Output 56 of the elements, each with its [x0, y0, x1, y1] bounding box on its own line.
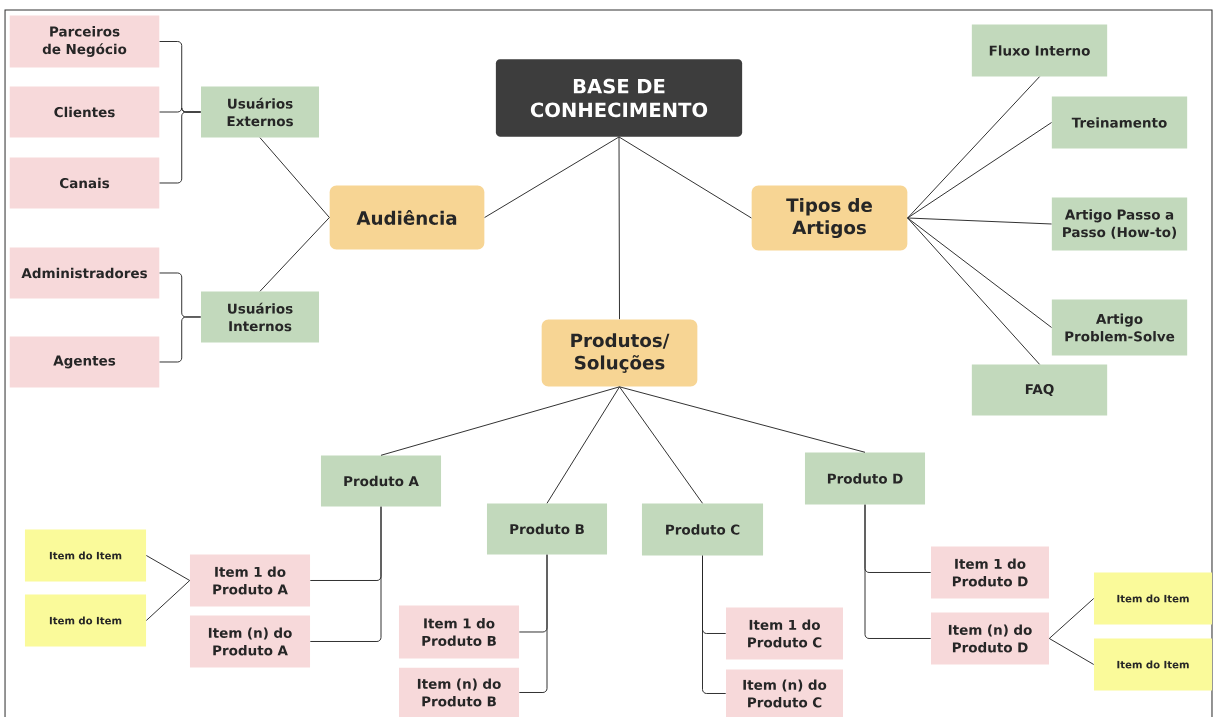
- item-box: Item (n) do Produto A: [190, 615, 311, 668]
- connector-line: [907, 217, 1053, 328]
- central-topic-box: BASE DE CONHECIMENTO: [495, 59, 743, 137]
- connector-line: [484, 136, 620, 218]
- connector-line: [907, 76, 1040, 219]
- item-box: Item 1 do Produto D: [931, 546, 1049, 599]
- connector-line: [907, 122, 1053, 219]
- connector-line: [159, 316, 202, 363]
- item-box: Clientes: [9, 86, 160, 138]
- item-box: Parceiros de Negócio: [9, 15, 160, 68]
- connector-line: [159, 111, 202, 184]
- connector-line: [380, 386, 620, 456]
- item-box: Item 1 do Produto A: [190, 554, 311, 607]
- topic-box: Produtos/ Soluções: [541, 319, 698, 387]
- topic-box: Tipos de Artigos: [751, 185, 908, 251]
- subtopic-box: Fluxo Interno: [971, 24, 1108, 77]
- connector-line: [618, 136, 620, 320]
- connector-line: [145, 580, 191, 621]
- connector-line: [259, 137, 330, 218]
- connector-line: [619, 386, 703, 504]
- item-box: Administradores: [9, 247, 160, 299]
- connector-line: [309, 506, 382, 642]
- sub-item-box: Item do Item: [1094, 638, 1212, 691]
- connector-line: [907, 217, 1040, 365]
- connector-line: [702, 555, 727, 694]
- item-box: Item 1 do Produto C: [726, 607, 843, 660]
- item-box: Item (n) do Produto D: [931, 612, 1049, 665]
- topic-box: Audiência: [329, 185, 485, 250]
- item-box: Item (n) do Produto C: [726, 669, 843, 717]
- item-box: Agentes: [9, 336, 160, 388]
- subtopic-box: Produto D: [804, 452, 926, 505]
- subtopic-box: Artigo Passo a Passo (How-to): [1051, 197, 1188, 251]
- connector-line: [518, 554, 548, 693]
- subtopic-box: Produto B: [486, 503, 608, 555]
- subtopic-box: Usuários Externos: [201, 86, 320, 138]
- connector-line: [1048, 598, 1095, 639]
- subtopic-box: Treinamento: [1051, 96, 1188, 149]
- connector-line: [546, 386, 620, 504]
- sub-item-box: Item do Item: [24, 529, 147, 582]
- sub-item-box: Item do Item: [1094, 572, 1212, 625]
- connector-line: [619, 386, 866, 453]
- subtopic-box: Usuários Internos: [201, 291, 320, 343]
- connector-line: [145, 555, 191, 581]
- item-box: Canais: [9, 157, 160, 209]
- connector-line: [907, 217, 1053, 225]
- subtopic-box: FAQ: [971, 364, 1108, 416]
- connector-line: [259, 217, 330, 292]
- subtopic-box: Artigo Problem-Solve: [1051, 299, 1188, 356]
- connector-line: [618, 136, 752, 219]
- sub-item-box: Item do Item: [24, 594, 147, 647]
- subtopic-box: Produto C: [641, 503, 764, 556]
- item-box: Item (n) do Produto B: [398, 667, 520, 717]
- connector-line: [1048, 638, 1095, 665]
- item-box: Item 1 do Produto B: [398, 605, 520, 659]
- connector-line: [864, 504, 932, 639]
- subtopic-box: Produto A: [320, 455, 442, 507]
